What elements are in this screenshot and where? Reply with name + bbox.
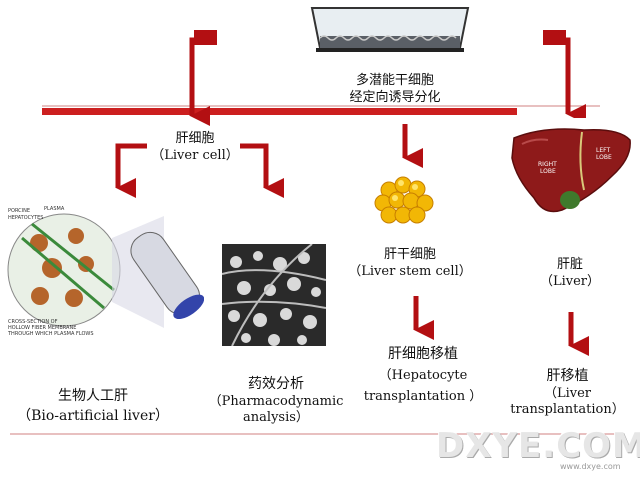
- hepatocyte-transplantation-label: 肝细胞移植 （Hepatocyte transplantation ）: [358, 344, 488, 407]
- svg-text:LOBE: LOBE: [596, 154, 612, 161]
- liver-cn: 肝脏: [556, 257, 583, 272]
- hepatocyte-tx-en2: transplantation ）: [363, 389, 483, 404]
- watermark-logo: DXYE.COM: [436, 426, 640, 466]
- bio-artificial-liver-cn: 生物人工肝: [58, 388, 128, 404]
- sem-micrograph-image: [222, 244, 326, 346]
- liver-transplantation-label: 肝移植 （Liver transplantation）: [505, 366, 630, 418]
- top-center-label: 多潜能干细胞 经定向诱导分化: [320, 72, 470, 106]
- flag-left: [194, 30, 217, 45]
- liver-cell-cn: 肝细胞: [175, 131, 215, 146]
- watermark-url: www.dxye.com: [560, 462, 621, 471]
- liver-en: （Liver）: [539, 274, 601, 289]
- top-center-line1: 多潜能干细胞: [355, 73, 434, 88]
- liver-organ-image: RIGHT LOBE LEFT LOBE: [504, 118, 634, 218]
- liver-cell-label: 肝细胞 （Liver cell）: [130, 130, 260, 164]
- culture-dish-image: [306, 6, 474, 54]
- hepatocyte-tx-en1: （Hepatocyte: [378, 368, 468, 383]
- liver-tx-en1: （Liver: [543, 386, 592, 401]
- arrow-top-right: [545, 37, 586, 124]
- stem-cell-cluster-image: [371, 174, 441, 229]
- arrow-top-left: [189, 37, 215, 126]
- liver-cell-en: （Liver cell）: [151, 148, 239, 163]
- plasma-label: PLASMA: [44, 206, 65, 212]
- pharmacodynamic-en2: analysis）: [243, 410, 309, 425]
- porcine-label: PORCINE: [8, 208, 30, 214]
- liver-tx-cn: 肝移植: [546, 368, 589, 384]
- arrow-to-bio-liver: [115, 143, 147, 198]
- hollow-fiber-label: HOLLOW FIBER MEMBRANE: [8, 325, 76, 331]
- liver-tx-en2: transplantation）: [510, 402, 625, 417]
- plasma-flows-label: THROUGH WHICH PLASMA FLOWS: [7, 331, 94, 337]
- liver-stem-cell-label: 肝干细胞 （Liver stem cell）: [335, 246, 485, 280]
- left-lobe-label: LEFT: [596, 147, 610, 154]
- pharmacodynamic-cn: 药效分析: [248, 376, 304, 392]
- hepatocyte-tx-cn: 肝细胞移植: [388, 346, 458, 362]
- hepatocytes-label: HEPATOCYTES: [8, 215, 43, 221]
- top-center-line2: 经定向诱导分化: [349, 90, 441, 105]
- pharmacodynamic-en1: （Pharmacodynamic: [208, 394, 344, 409]
- cross-section-label: CROSS-SECTION OF: [8, 319, 58, 325]
- bioreactor-image: PLASMA PORCINE HEPATOCYTES CROSS-SECTION…: [4, 198, 204, 338]
- pharmacodynamic-label: 药效分析 （Pharmacodynamic analysis）: [206, 374, 346, 426]
- right-lobe-label: RIGHT: [538, 161, 557, 168]
- liver-label: 肝脏 （Liver）: [520, 256, 620, 290]
- bio-artificial-liver-en: （Bio-artificial liver）: [17, 408, 169, 424]
- arrow-to-pharma: [240, 143, 284, 198]
- liver-stem-cell-en: （Liver stem cell）: [348, 264, 472, 279]
- liver-stem-cell-cn: 肝干细胞: [383, 247, 436, 262]
- bio-artificial-liver-label: 生物人工肝 （Bio-artificial liver）: [8, 386, 178, 426]
- svg-text:LOBE: LOBE: [540, 168, 556, 175]
- main-horizontal-bar: [42, 108, 517, 115]
- flag-right: [543, 30, 566, 45]
